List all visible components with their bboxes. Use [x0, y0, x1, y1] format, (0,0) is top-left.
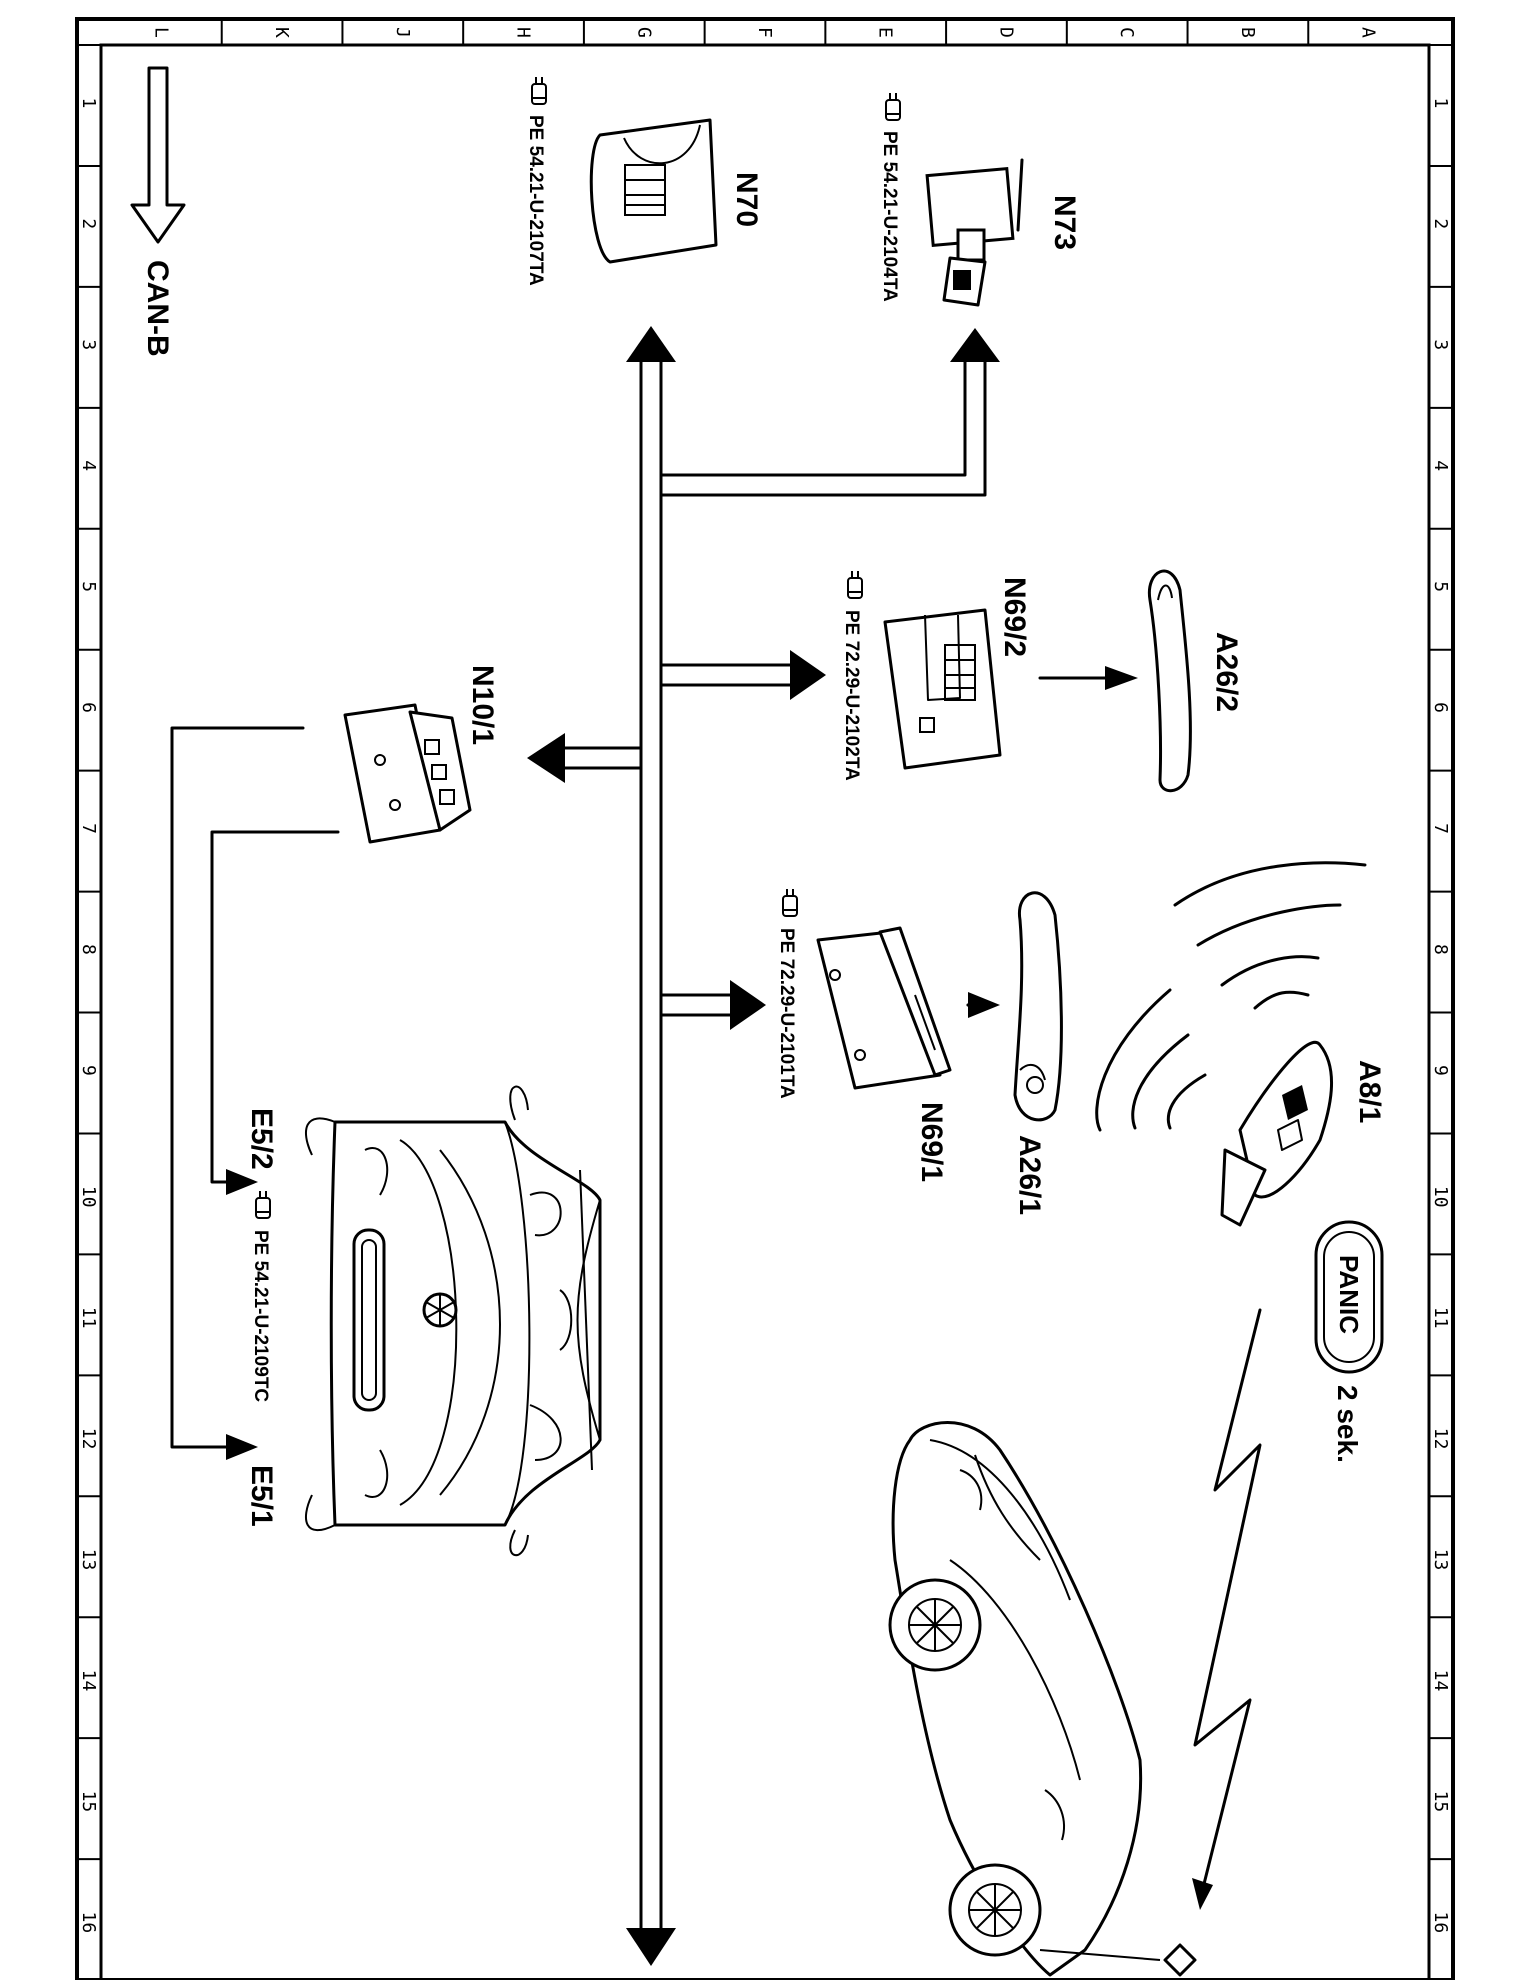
n73-label: N73	[1048, 195, 1081, 250]
row-marker: 13	[78, 1549, 99, 1571]
row-marker: 1	[1430, 97, 1451, 108]
row-marker: 8	[78, 944, 99, 955]
row-marker: 9	[1430, 1065, 1451, 1076]
column-marker: A	[1358, 27, 1379, 38]
row-marker: 15	[1430, 1791, 1451, 1813]
a8-1-label: A8/1	[1353, 1060, 1386, 1123]
panic-group: PANIC 2 sek.	[1314, 1220, 1384, 1463]
row-marker: 12	[1430, 1428, 1451, 1450]
row-marker: 14	[78, 1670, 99, 1692]
sam-control-unit-icon	[343, 703, 472, 844]
row-marker: 2	[78, 218, 99, 229]
can-bus-trunk	[626, 326, 676, 1966]
door-handle-icon	[1013, 891, 1063, 1122]
branch-n69-2	[659, 650, 826, 700]
row-marker: 3	[78, 339, 99, 350]
car-front-view-icon	[304, 1085, 602, 1556]
column-marker: B	[1237, 27, 1258, 38]
row-marker: 11	[78, 1307, 99, 1329]
n69-1-ref: PE 72.29-U-2101TA	[776, 928, 797, 1099]
panic-duration: 2 sek.	[1332, 1385, 1363, 1463]
panic-button: PANIC	[1334, 1255, 1364, 1334]
door-control-module-icon	[883, 608, 1002, 770]
column-marker: J	[392, 27, 413, 38]
n10-1-component: N10/1	[343, 665, 499, 844]
a26-1-component: A26/1	[1013, 891, 1063, 1215]
n69-2-ref: PE 72.29-U-2102TA	[841, 610, 862, 781]
front-lamps-ref: PE 54.21-U-2109TC	[250, 1230, 271, 1402]
can-b-label: CAN-B	[141, 260, 174, 357]
row-marker: 12	[78, 1428, 99, 1450]
row-marker: 5	[78, 581, 99, 592]
n69-2-component: N69/2 PE 72.29-U-2102TA	[841, 570, 1138, 781]
row-marker: 7	[78, 823, 99, 834]
column-marker: H	[513, 27, 534, 38]
e5-1-label: E5/1	[245, 1465, 278, 1527]
row-marker: 6	[78, 702, 99, 713]
row-marker: 15	[78, 1791, 99, 1813]
column-marker: E	[875, 27, 896, 38]
e5-2-label: E5/2	[245, 1108, 278, 1170]
a26-2-label: A26/2	[1210, 632, 1243, 712]
side-car-component	[888, 1421, 1197, 1977]
lamp-wiring	[170, 726, 340, 1460]
n10-1-label: N10/1	[466, 665, 499, 745]
n70-label: N70	[730, 172, 763, 227]
row-marker: 2	[1430, 218, 1451, 229]
a26-1-label: A26/1	[1013, 1135, 1046, 1215]
door-handle-icon	[1147, 569, 1192, 793]
row-marker: 14	[1430, 1670, 1451, 1692]
row-marker: 4	[78, 460, 99, 471]
column-marker: G	[633, 27, 654, 38]
beam-marker	[1163, 1943, 1197, 1977]
n69-1-component: N69/1 PE 72.29-U-2101TA	[776, 888, 1000, 1182]
transmitter-key-icon	[1220, 1041, 1333, 1227]
row-marker: 5	[1430, 581, 1451, 592]
column-marker: D	[995, 27, 1016, 38]
branch-n10-1	[527, 733, 643, 783]
radio-waves	[1095, 861, 1367, 1132]
column-marker: F	[754, 27, 775, 38]
n73-ref: PE 54.21-U-2104TA	[879, 131, 900, 302]
n69-2-label: N69/2	[998, 577, 1031, 657]
row-marker: 10	[78, 1186, 99, 1208]
row-marker: 9	[78, 1065, 99, 1076]
row-marker: 10	[1430, 1186, 1451, 1208]
door-control-module-icon	[816, 926, 952, 1090]
column-marker: C	[1116, 27, 1137, 38]
n69-1-label: N69/1	[915, 1102, 948, 1182]
row-marker: 8	[1430, 944, 1451, 955]
branch-n73	[659, 328, 1000, 497]
row-marker: 16	[78, 1912, 99, 1934]
overhead-control-panel-icon	[589, 118, 718, 264]
row-marker: 1	[78, 97, 99, 108]
a8-1-component: A8/1	[1220, 1041, 1386, 1227]
row-marker: 6	[1430, 702, 1451, 713]
signal-bolt	[1192, 1308, 1262, 1910]
row-marker: 7	[1430, 823, 1451, 834]
column-marker: L	[150, 27, 171, 38]
row-marker: 4	[1430, 460, 1451, 471]
a26-2-component: A26/2	[1147, 569, 1243, 793]
ignition-switch-icon	[925, 158, 1024, 307]
n70-component: N70 PE 54.21-U-2107TA	[525, 76, 763, 286]
n73-component: N73 PE 54.21-U-2104TA	[879, 92, 1081, 307]
row-marker: 13	[1430, 1549, 1451, 1571]
front-car-component: E5/2 E5/1 PE 54.21-U-2109TC	[245, 1085, 602, 1556]
can-b-legend: CAN-B	[130, 66, 186, 357]
car-side-view-icon	[888, 1421, 1161, 1977]
row-marker: 16	[1430, 1912, 1451, 1934]
row-marker: 11	[1430, 1307, 1451, 1329]
row-marker: 3	[1430, 339, 1451, 350]
branch-n69-1	[659, 980, 766, 1030]
n70-ref: PE 54.21-U-2107TA	[525, 115, 546, 286]
column-marker: K	[271, 27, 292, 38]
